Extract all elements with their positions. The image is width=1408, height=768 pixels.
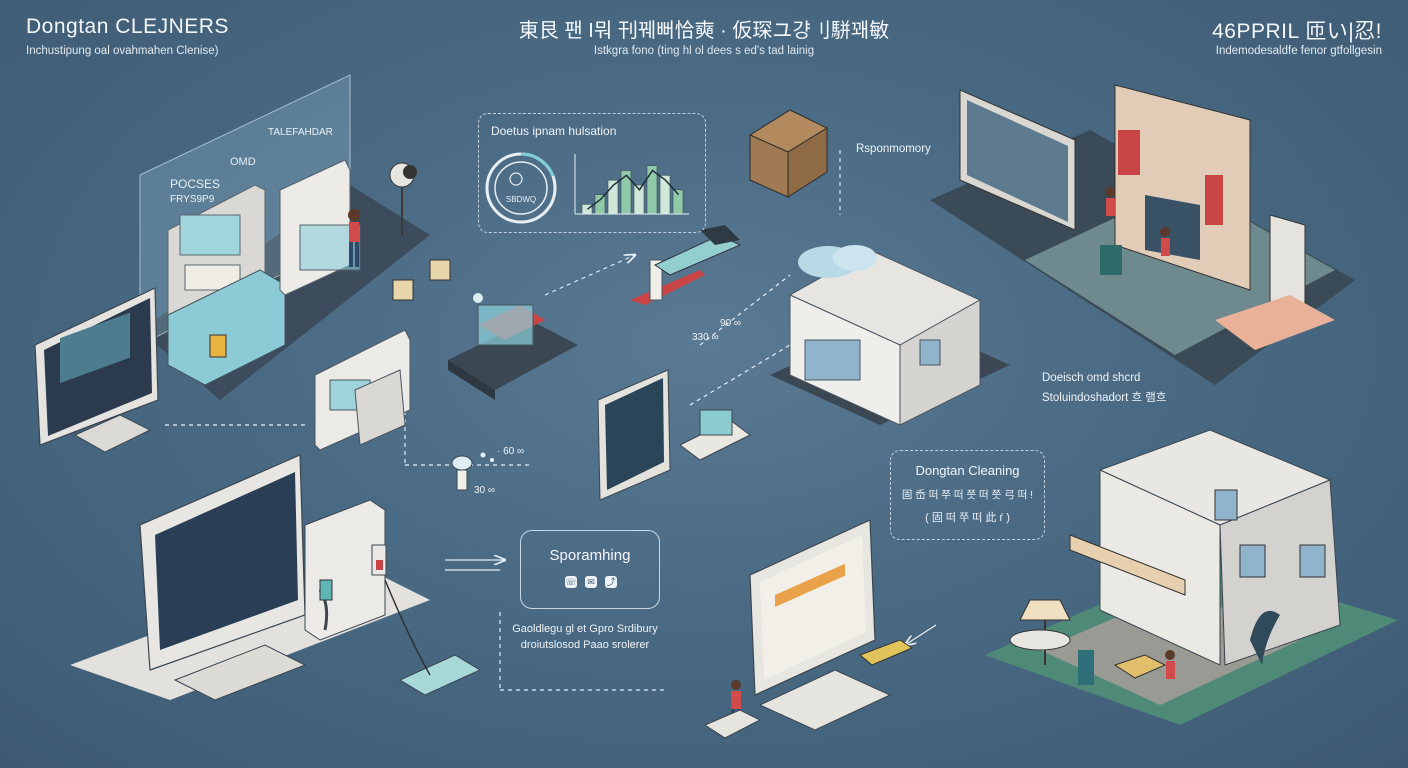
app-title: Dongtan CLEJNERS xyxy=(26,15,229,38)
lab-device xyxy=(314,329,411,451)
chart-bars xyxy=(581,165,684,215)
app-subtitle: Inchustipung oal ovahmahen Clenise) xyxy=(26,45,219,57)
central-house xyxy=(770,245,1010,426)
left-workstation-scene: POCSES FRYS9P9 OMD TALEFAHDAR xyxy=(34,74,451,453)
chart-bar xyxy=(659,175,671,215)
sporamhing-panel[interactable]: Sporamhing ☏ ✉ ⤴ xyxy=(520,530,660,609)
center-subtitle: Istkgra fono (ting hl ol dees s ed's tad… xyxy=(593,45,815,57)
repository-label: Rsponmomory xyxy=(856,143,931,155)
gauge-label: SBDWQ xyxy=(506,195,536,204)
location-pin-icon xyxy=(509,172,523,186)
bottom-caption-1: Gaoldlegu gl et Gpro Srdibury xyxy=(512,623,658,635)
right-subtitle: Indemodesaldfe fenor gtfollgesin xyxy=(1215,45,1382,57)
phone-icon[interactable]: ☏ xyxy=(565,576,577,588)
sporamhing-icons: ☏ ✉ ⤴ xyxy=(561,576,621,590)
right-title: 46PPRIL 匝い|忍! xyxy=(1212,20,1382,43)
analysis-chart: SBDWQ xyxy=(485,152,689,224)
package-box xyxy=(748,109,829,198)
analysis-panel: Doetus ipnam hulsation SBDWQ xyxy=(478,113,706,233)
bottom-left-workstation xyxy=(70,454,482,701)
cleaning-machine-pad xyxy=(448,293,578,400)
bottom-center-monitor xyxy=(703,519,914,739)
share-icon[interactable]: ⤴ xyxy=(605,576,617,588)
dorsch-line-1: Doeisch omd shcrd xyxy=(1042,372,1141,384)
chart-trend-line xyxy=(587,169,680,210)
sensor-device xyxy=(630,225,742,305)
glass-text-1: POCSES xyxy=(170,177,220,191)
small-label-60: · 60 ∞ xyxy=(497,446,525,457)
small-label-330: 330 ∞ xyxy=(692,332,719,343)
glass-text-3: OMD xyxy=(230,156,256,168)
dongtan-line-1: 固 岙 떠 쭈 떠 쯧 떠 쯧 弓 떠 ! xyxy=(901,489,1034,501)
chart-bar xyxy=(581,204,593,215)
center-title: 東艮 팬 I뭐 刊꿰뻐恰奭 · 仮琛ユ걍刂駢꽤敏 xyxy=(518,20,890,42)
chart-bar xyxy=(620,170,632,215)
small-label-30: 30 ∞ xyxy=(474,485,496,496)
dorsch-line-2: Stoluindoshadort 흐 램흐 xyxy=(1042,392,1167,404)
bottom-caption-2: droiutslosod Paao srolerer xyxy=(520,639,650,651)
chat-icon[interactable]: ✉ xyxy=(585,576,597,588)
small-label-90: 90 ∞ xyxy=(720,318,742,329)
chart-bar xyxy=(594,194,606,215)
gauge-arc xyxy=(520,152,555,177)
glass-text-4: TALEFAHDAR xyxy=(268,127,333,138)
top-right-studio xyxy=(930,84,1355,385)
dongtan-line-2: ( 固 떠 쭈 떠 此 ŕ ) xyxy=(925,512,1010,524)
floating-sensor xyxy=(451,452,494,491)
dongtan-cleaning-panel: Dongtan Cleaning 固 岙 떠 쭈 떠 쯧 떠 쯧 弓 떠 ! (… xyxy=(890,450,1045,540)
tablet-kiosk xyxy=(597,369,751,501)
sporamhing-title: Sporamhing xyxy=(549,547,631,564)
analysis-title: Doetus ipnam hulsation xyxy=(491,124,617,138)
dongtan-title: Dongtan Cleaning xyxy=(915,463,1020,478)
glass-text-2: FRYS9P9 xyxy=(170,194,215,205)
bottom-right-house xyxy=(985,429,1398,725)
